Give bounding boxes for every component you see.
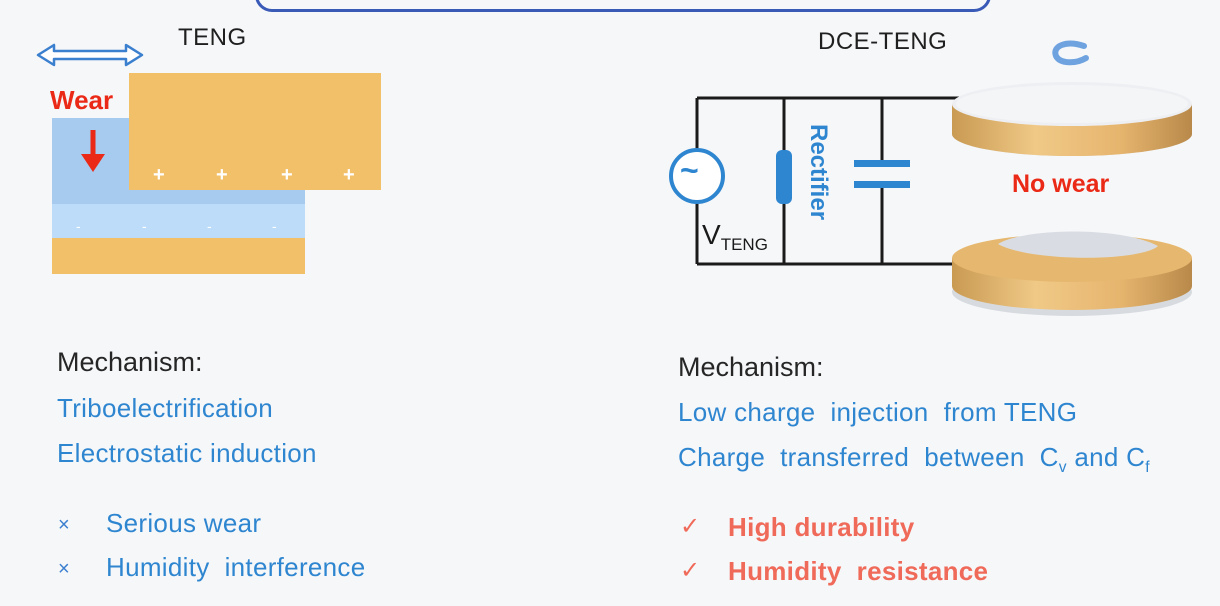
dce-circuit	[669, 96, 960, 266]
plus-sign: +	[281, 164, 293, 186]
top-frame-border	[255, 0, 991, 12]
checkmark-icon: ✓	[680, 513, 701, 540]
wear-label: Wear	[50, 85, 114, 115]
teng-mechanism-item: Electrostatic induction	[57, 438, 317, 468]
dce-benefit: High durability	[728, 512, 915, 542]
slide-direction-icon	[36, 43, 144, 67]
negative-charge-layer	[52, 204, 305, 238]
vteng-subscript: TENG	[720, 235, 768, 254]
rotation-arrow-icon	[1052, 40, 1089, 66]
dce-mechanism-heading: Mechanism:	[678, 352, 824, 382]
bottom-electrode	[52, 238, 305, 274]
teng-title: TENG	[178, 24, 247, 51]
teng-drawback: Humidity interference	[106, 552, 366, 582]
minus-sign: -	[142, 218, 147, 234]
plus-sign: +	[153, 164, 165, 186]
cross-icon: ×	[58, 514, 70, 536]
dce-disks	[952, 82, 1192, 316]
vteng-label: VTENG	[702, 219, 768, 255]
teng-mechanism-item: Triboelectrification	[57, 393, 274, 423]
wear-arrow-icon	[81, 130, 105, 172]
no-wear-label: No wear	[1012, 170, 1110, 198]
dce-mechanism-item: Charge transferred between Cv and Cf	[678, 442, 1150, 477]
plus-sign: +	[343, 164, 355, 186]
dce-benefit: Humidity resistance	[728, 556, 989, 586]
teng-mechanism-heading: Mechanism:	[57, 347, 203, 377]
checkmark-icon: ✓	[680, 557, 701, 584]
cv-subscript: v	[1058, 459, 1067, 477]
plus-sign: +	[216, 164, 228, 186]
minus-sign: -	[272, 218, 277, 234]
minus-sign: -	[76, 218, 81, 234]
teng-drawback: Serious wear	[106, 508, 262, 538]
dce-teng-title: DCE-TENG	[818, 28, 948, 55]
rectifier-label: Rectifier	[805, 124, 832, 221]
minus-sign: -	[207, 218, 212, 234]
mechanism-text: Charge transferred between C	[678, 442, 1059, 472]
vteng-symbol: V	[702, 219, 721, 250]
cf-subscript: f	[1145, 459, 1150, 477]
dce-mechanism-item: Low charge injection from TENG	[678, 397, 1078, 427]
teng-top-slider	[129, 73, 381, 190]
mechanism-text: and C	[1066, 442, 1146, 472]
cross-icon: ×	[58, 558, 70, 580]
ac-source-icon: ~	[680, 152, 699, 188]
